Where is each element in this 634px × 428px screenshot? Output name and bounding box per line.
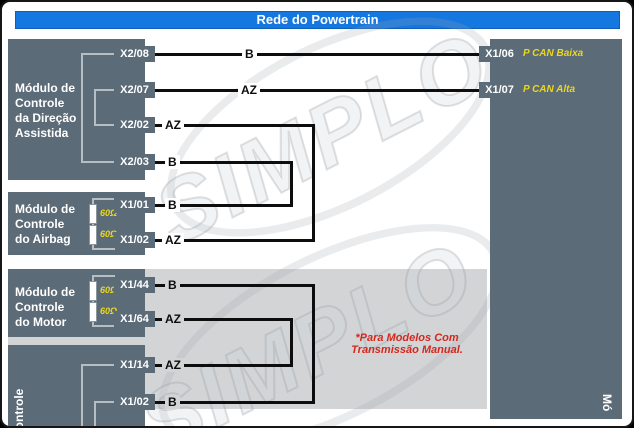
terminator-trace <box>92 325 115 327</box>
pin-x2-03: X2/03 <box>114 154 155 170</box>
wire-color-label-b: B <box>165 395 180 409</box>
pin-x1-14: X1/14 <box>114 357 155 373</box>
right-module-box: Mó <box>490 39 622 419</box>
wire-b-loop-lower <box>312 284 315 404</box>
right-module-vertical-label: Mó <box>600 394 614 412</box>
wire-color-label-az: AZ <box>162 233 184 247</box>
terminator-trace <box>92 198 94 250</box>
can-high-label: P CAN Alta <box>523 84 576 95</box>
wire-color-label-b: B <box>165 278 180 292</box>
resistor-60ohm <box>89 302 97 322</box>
pin-x1-64: X1/64 <box>114 311 155 327</box>
terminator-trace <box>92 275 94 327</box>
wire-color-label-az: AZ <box>238 83 260 97</box>
resistor-value-label: 60Ω <box>100 229 118 239</box>
wire-az-bus <box>155 89 479 92</box>
terminator-trace <box>92 248 115 250</box>
resistor-value-label: 60Ω <box>100 306 118 316</box>
resistor-60ohm <box>89 204 97 224</box>
internal-trace <box>94 124 115 126</box>
wire-b-loop-lower <box>155 401 315 404</box>
wire-b-loop-upper <box>290 161 293 207</box>
wire-color-label-az: AZ <box>162 118 184 132</box>
terminator-trace <box>92 198 115 200</box>
wire-az-loop-lower <box>155 318 293 321</box>
pin-x2-08: X2/08 <box>114 46 155 62</box>
engine-module-label: Módulo de Controle do Motor <box>15 285 75 329</box>
wire-color-label-b: B <box>165 198 180 212</box>
steering-module-label: Módulo de Controle da Direção Assistida <box>15 81 77 140</box>
pin-x1-07: X1/07 <box>479 82 520 98</box>
internal-trace <box>81 53 83 163</box>
wire-color-label-az: AZ <box>162 312 184 326</box>
wire-b-bus <box>155 53 479 56</box>
resistor-value-label: 60Ω <box>100 285 118 295</box>
resistor-60ohm <box>89 281 97 301</box>
wire-color-label-b: B <box>242 47 257 61</box>
internal-trace <box>94 401 115 403</box>
bottom-module-vertical-label: e Controle <box>12 388 26 428</box>
internal-trace <box>94 401 96 426</box>
can-low-label: P CAN Baixa <box>523 48 584 59</box>
pin-x1-06: X1/06 <box>479 46 520 62</box>
internal-trace <box>81 53 115 55</box>
internal-trace <box>81 161 115 163</box>
wire-color-label-az: AZ <box>162 358 184 372</box>
pin-x1-44: X1/44 <box>114 277 155 293</box>
wire-az-loop-upper <box>155 239 315 242</box>
internal-trace <box>94 89 115 91</box>
internal-trace <box>94 89 96 126</box>
pin-x2-07: X2/07 <box>114 82 155 98</box>
wire-az-loop-lower <box>155 364 293 367</box>
wire-b-loop-upper <box>155 204 293 207</box>
terminator-trace <box>92 275 115 277</box>
pin-x1-02-airbag: X1/02 <box>114 232 155 248</box>
wire-az-loop-upper <box>155 124 315 127</box>
wire-b-loop-lower <box>155 284 315 287</box>
pin-x1-01: X1/01 <box>114 197 155 213</box>
manual-transmission-note: *Para Modelos Com Transmissão Manual. <box>351 332 463 356</box>
wire-az-loop-upper <box>312 124 315 242</box>
wire-az-loop-lower <box>290 318 293 367</box>
internal-trace <box>81 364 83 426</box>
resistor-60ohm <box>89 225 97 245</box>
wire-b-loop-upper <box>155 161 293 164</box>
pin-x1-02-bottom: X1/02 <box>114 394 155 410</box>
resistor-value-label: 60Ω <box>100 208 118 218</box>
diagram-title: Rede do Powertrain <box>15 11 620 29</box>
airbag-module-label: Módulo de Controle do Airbag <box>15 202 75 246</box>
internal-trace <box>81 364 115 366</box>
wire-color-label-b: B <box>165 155 180 169</box>
pin-x2-02: X2/02 <box>114 117 155 133</box>
